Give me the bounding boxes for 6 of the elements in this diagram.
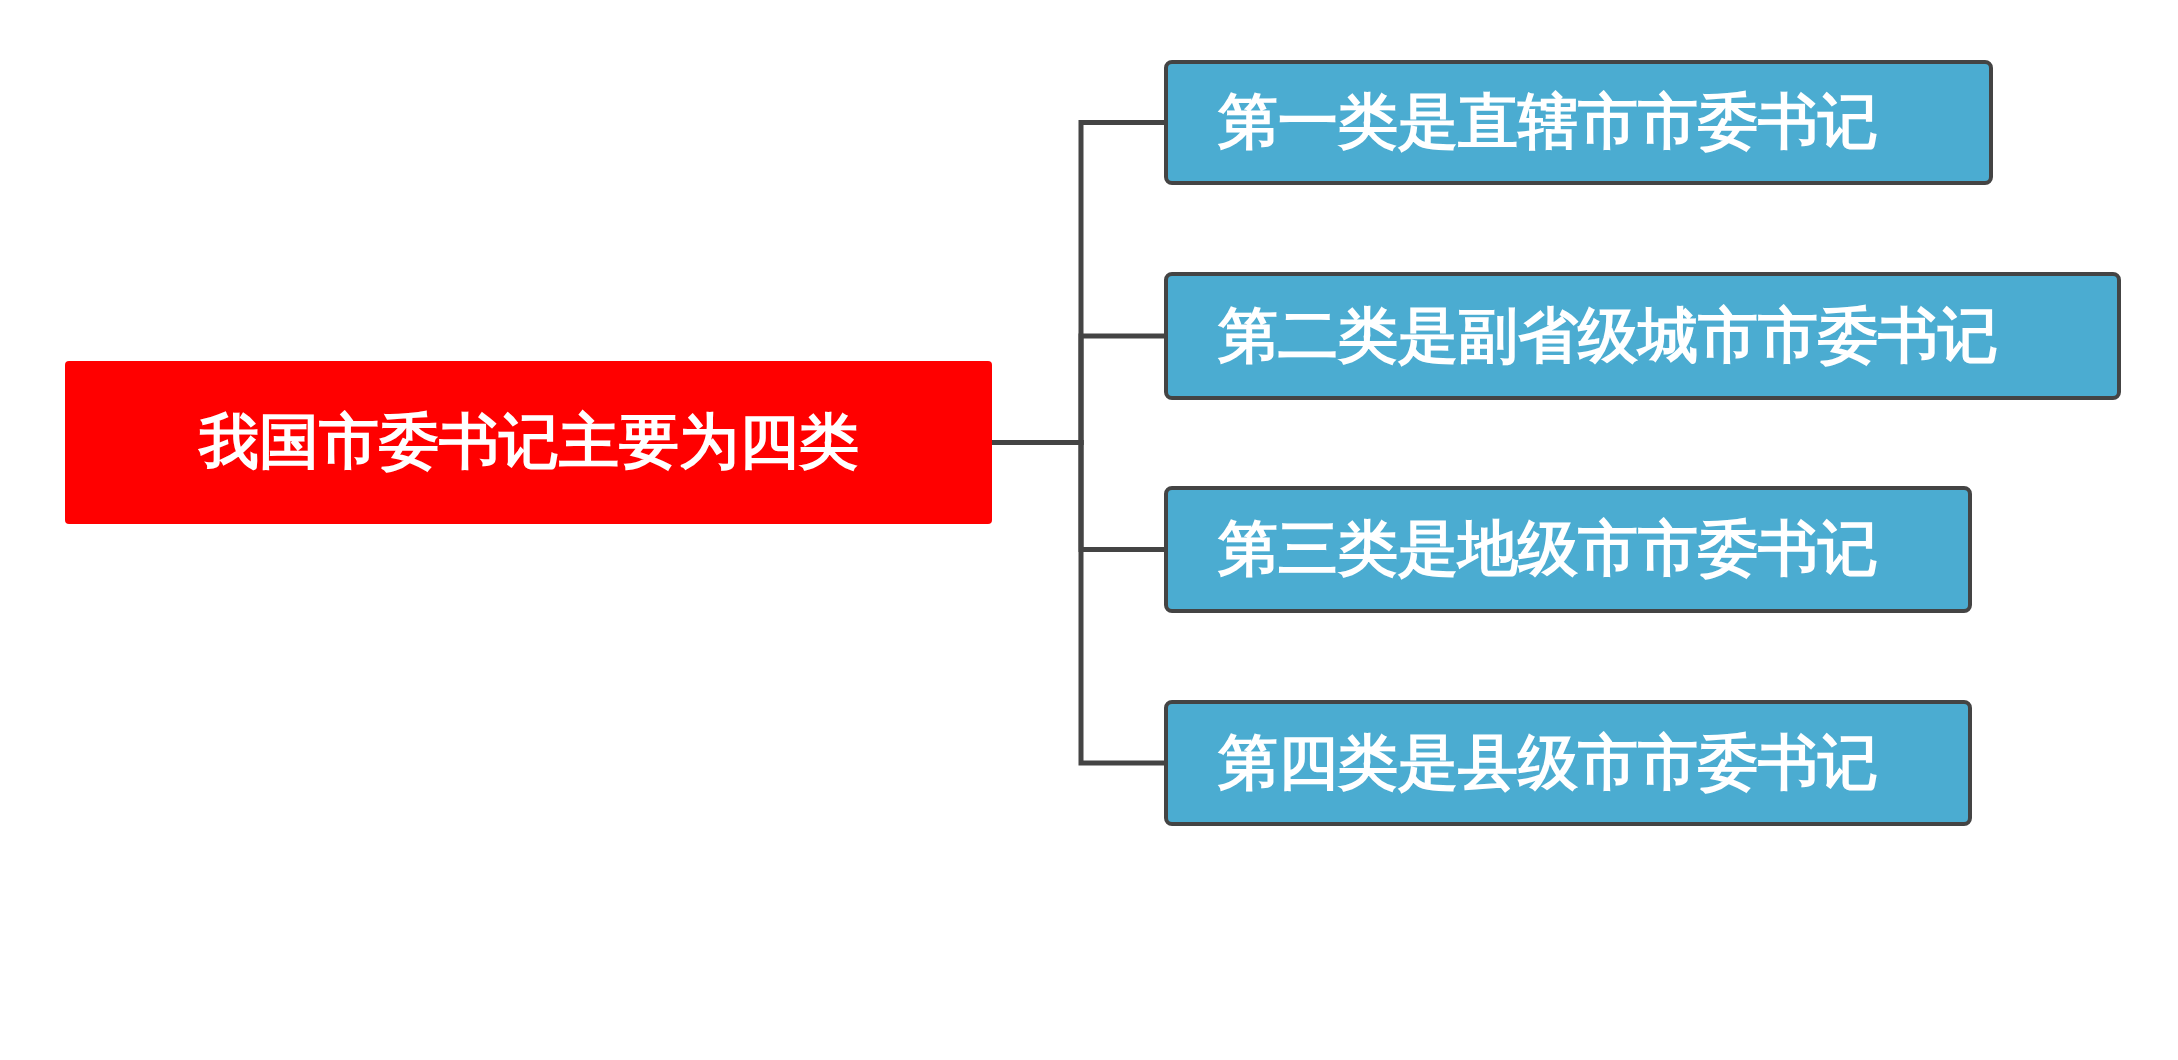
category-box: 第一类是直辖市市委书记 (1164, 60, 1993, 185)
topic-box: 我国市委书记主要为四类 (65, 361, 992, 524)
connector-line (992, 440, 1164, 766)
category-box: 第二类是副省级城市市委书记 (1164, 272, 2121, 400)
category-box: 第三类是地级市市委书记 (1164, 486, 1972, 613)
category-box: 第四类是县级市市委书记 (1164, 700, 1972, 826)
